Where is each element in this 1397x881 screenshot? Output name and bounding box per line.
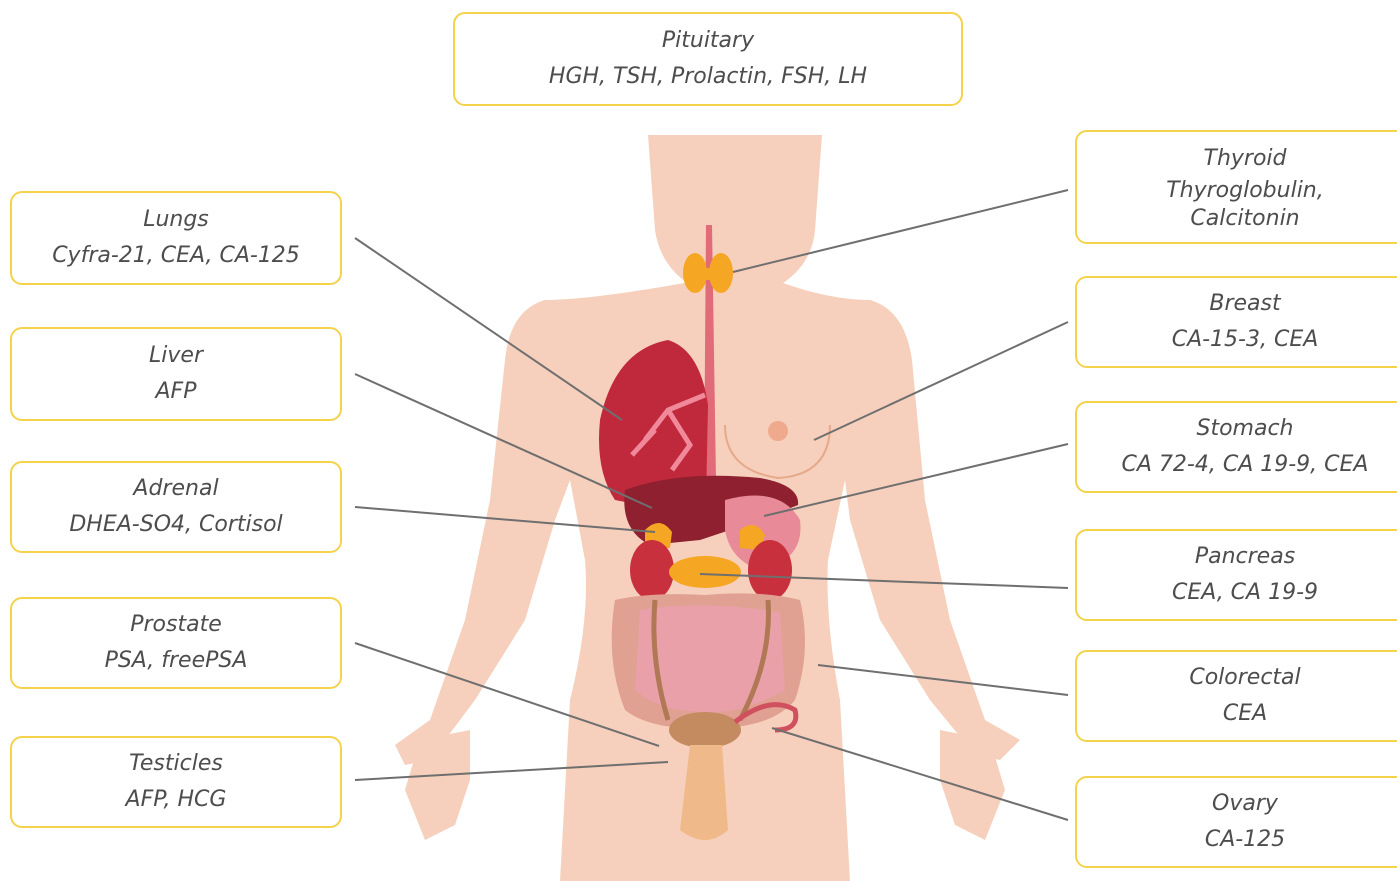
nipple: [768, 421, 788, 441]
organ-name: Liver: [149, 338, 203, 374]
marker-list: HGH, TSH, Prolactin, FSH, LH: [549, 59, 867, 95]
organ-name: Stomach: [1196, 411, 1293, 447]
organ-name: Lungs: [143, 202, 209, 238]
breast-label-box: Breast CA-15-3, CEA: [1075, 276, 1397, 368]
marker-list: AFP, HCG: [126, 782, 227, 818]
pancreas: [669, 556, 741, 588]
organ-name: Colorectal: [1189, 660, 1300, 696]
marker-list: CA-125: [1205, 822, 1285, 858]
liver-label-box: Liver AFP: [10, 327, 342, 421]
head-neck: [648, 135, 822, 285]
prostate-label-box: Prostate PSA, freePSA: [10, 597, 342, 689]
stomach-label-box: Stomach CA 72-4, CA 19-9, CEA: [1075, 401, 1397, 493]
colorectal-label-box: Colorectal CEA: [1075, 650, 1397, 742]
marker-list: CA-15-3, CEA: [1172, 322, 1319, 358]
organ-name: Breast: [1209, 286, 1280, 322]
organ-name: Testicles: [129, 746, 223, 782]
organ-name: Pancreas: [1195, 539, 1295, 575]
marker-list: Cyfra-21, CEA, CA-125: [52, 238, 300, 274]
kidney-right: [748, 540, 792, 600]
marker-list: CEA, CA 19-9: [1172, 575, 1318, 611]
organ-name: Thyroid: [1204, 141, 1287, 177]
adrenal-label-box: Adrenal DHEA-SO4, Cortisol: [10, 461, 342, 553]
testicles-label-box: Testicles AFP, HCG: [10, 736, 342, 828]
pancreas-label-box: Pancreas CEA, CA 19-9: [1075, 529, 1397, 621]
marker-list: CEA: [1223, 696, 1267, 732]
pituitary-label-box: Pituitary HGH, TSH, Prolactin, FSH, LH: [453, 12, 963, 106]
marker-list: DHEA-SO4, Cortisol: [69, 507, 282, 543]
marker-list: CA 72-4, CA 19-9, CEA: [1122, 447, 1369, 483]
kidney-left: [630, 540, 674, 600]
marker-list-line-2: Calcitonin: [1190, 205, 1299, 233]
marker-list: AFP: [156, 374, 197, 410]
thyroid-label-box: Thyroid Thyroglobulin, Calcitonin: [1075, 130, 1397, 244]
lungs-label-box: Lungs Cyfra-21, CEA, CA-125: [10, 191, 342, 285]
marker-list: PSA, freePSA: [105, 643, 248, 679]
ovary-label-box: Ovary CA-125: [1075, 776, 1397, 868]
marker-list-line-1: Thyroglobulin,: [1166, 177, 1324, 205]
organ-name: Pituitary: [662, 23, 754, 59]
organ-name: Ovary: [1212, 786, 1278, 822]
organ-name: Prostate: [130, 607, 222, 643]
organ-name: Adrenal: [133, 471, 218, 507]
bladder-uterus: [669, 712, 741, 748]
